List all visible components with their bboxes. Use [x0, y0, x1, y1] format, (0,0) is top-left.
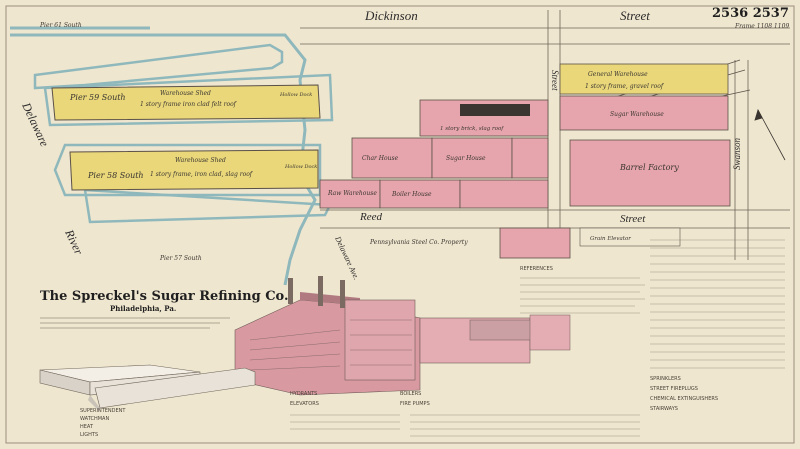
sugar-house-label: Sugar House	[446, 155, 486, 162]
refinery-illustration	[39, 276, 571, 412]
swanson-street-label: Swanson	[732, 137, 742, 170]
barrel-factory-label: Barrel Factory	[619, 163, 679, 172]
pier-58-label: Pier 58 South	[87, 171, 144, 180]
pier-61-label: Pier 61 South	[39, 22, 82, 29]
legend-extinguishers: CHEMICAL EXTINGUISHERS	[650, 396, 718, 402]
small-print-lines	[290, 239, 785, 437]
boiler-house	[379, 179, 461, 209]
char-house-label: Char House	[362, 155, 399, 162]
legend-heat: HEAT	[80, 424, 94, 430]
page-number: 2536 2537	[712, 6, 789, 21]
legend-boilers: BOILERS	[400, 391, 421, 397]
southeast-building	[499, 227, 571, 259]
dickinson-street-label: Dickinson	[364, 8, 418, 23]
legend-elevators: ELEVATORS	[290, 401, 319, 407]
legend-street-fireplugs: STREET FIREPLUGS	[650, 386, 698, 392]
legend-left: SUPERINTENDENT WATCHMAN HEAT LIGHTS	[80, 408, 126, 438]
sugar-warehouse-label: Sugar Warehouse	[610, 111, 664, 118]
roof-note-2: 1 story brick, slag roof	[440, 126, 504, 132]
general-warehouse-label: General Warehouse	[588, 71, 648, 78]
legend-stairways: STAIRWAYS	[650, 406, 678, 412]
pier-58: Pier 58 South Warehouse Shed 1 story fra…	[69, 149, 319, 191]
dickinson-street-suffix: Street	[620, 8, 650, 23]
pier-58-note2: 1 story frame, iron clad, slag roof	[150, 171, 254, 178]
reed-street-suffix: Street	[620, 213, 646, 225]
north-arrow-icon	[754, 108, 786, 161]
pier-59: Pier 59 South Warehouse Shed 1 story fra…	[51, 84, 321, 121]
legend-hydrants: HYDRANTS	[290, 391, 317, 397]
refinery-complex: Char House Sugar House Raw Warehouse Boi…	[319, 63, 731, 259]
frame-reference: Frame 1108 1109	[734, 23, 789, 30]
sugar-warehouse	[559, 95, 729, 131]
pier-58-note: Warehouse Shed	[175, 157, 226, 164]
pier-58-side: Hollow Dock	[284, 164, 317, 170]
vertical-street-label: Street	[550, 70, 560, 91]
reed-street-label: Reed	[359, 211, 382, 223]
raw-warehouse	[319, 179, 381, 209]
pier-59-note2: 1 story frame iron clad felt roof	[140, 101, 238, 108]
pier-57-label: Pier 57 South	[159, 255, 202, 262]
pier-59-note: Warehouse Shed	[160, 90, 211, 97]
legend-watchman: WATCHMAN	[80, 416, 109, 422]
legend-fire-pumps: FIRE PUMPS	[400, 401, 430, 407]
title-notes	[40, 317, 230, 329]
pier-outlines	[33, 43, 334, 224]
pier-59-label: Pier 59 South	[69, 93, 126, 102]
legend-ref-title: REFERENCES	[520, 266, 553, 272]
raw-warehouse-label: Raw Warehouse	[327, 190, 377, 197]
barrel-factory	[569, 139, 731, 207]
grain-building	[579, 227, 681, 247]
sugar-house	[431, 137, 513, 179]
east-annex	[459, 179, 549, 209]
roof-note-1: 1 story frame, gravel roof	[585, 83, 665, 90]
pier-59-side: Hollow Dock	[279, 92, 312, 98]
grain-building-label: Grain Elevator	[590, 236, 631, 242]
company-title: The Spreckel's Sugar Refining Co.	[40, 289, 289, 304]
legend-sprinklers: SPRINKLERS	[650, 376, 681, 382]
annex	[511, 137, 549, 179]
general-warehouse	[559, 63, 729, 95]
legend-superintendent: SUPERINTENDENT	[80, 408, 126, 414]
boiler-house-label: Boiler House	[391, 191, 432, 198]
property-note: Pennsylvania Steel Co. Property	[369, 239, 468, 246]
legend-lights: LIGHTS	[80, 432, 98, 438]
machinery-block	[460, 104, 530, 116]
legend-right: REFERENCES SPRINKLERS STREET FIREPLUGS C…	[520, 266, 718, 412]
sheet-border	[5, 5, 795, 444]
company-city: Philadelphia, Pa.	[110, 304, 176, 313]
legend-middle: HYDRANTS ELEVATORS BOILERS FIRE PUMPS	[290, 391, 430, 407]
